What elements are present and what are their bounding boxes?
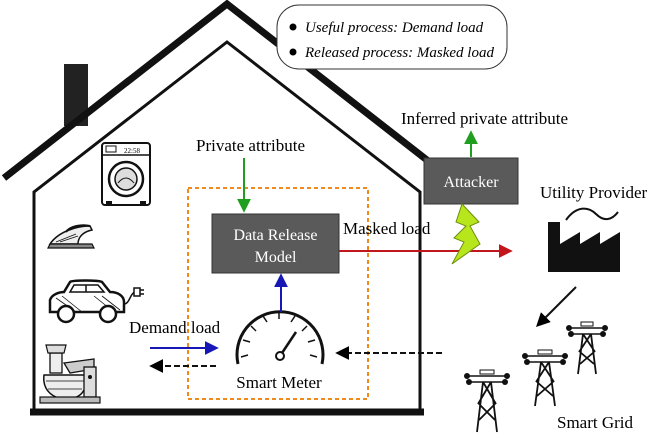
utility-provider-label: Utility Provider [540,183,648,202]
provider-to-grid-arrow [536,286,577,327]
roof-outer [1,0,453,181]
transmission-tower-icon [464,369,510,433]
data-release-model-line1: Data Release [234,227,318,244]
electric-car-icon [48,279,144,324]
legend-bullet-released [289,48,297,56]
factory-icon [548,222,620,272]
data-release-model-line2: Model [255,249,297,266]
demand-load-label: Demand load [129,318,221,337]
legend-bullet-useful [289,23,297,31]
lightning-icon [451,203,481,265]
stand-mixer-icon [39,344,101,404]
inferred-private-attribute-label: Inferred private attribute [401,109,568,128]
house-outline [1,0,453,416]
transmission-tower-icon [522,349,568,407]
transmission-tower-icon [566,321,608,375]
smart-meter-label: Smart Meter [236,373,322,392]
iron-icon [47,224,95,249]
smart-meter-gauge-icon [235,310,325,365]
attacker-box [423,157,519,205]
house-wall [32,40,422,412]
washing-machine-icon: 22:58 [101,142,151,206]
washer-display: 22:58 [124,147,140,155]
legend-box [276,4,508,70]
attacker-label: Attacker [443,174,499,191]
legend-released-text: Released process: Masked load [304,45,494,61]
data-release-model-box [211,213,340,274]
legend-useful-text: Useful process: Demand load [305,20,484,36]
smoke-curve [565,207,619,221]
smart-grid-label: Smart Grid [557,413,634,432]
private-attribute-label: Private attribute [196,136,305,155]
masked-load-label: Masked load [343,219,431,238]
legend: Useful process: Demand load Released pro… [276,4,508,70]
